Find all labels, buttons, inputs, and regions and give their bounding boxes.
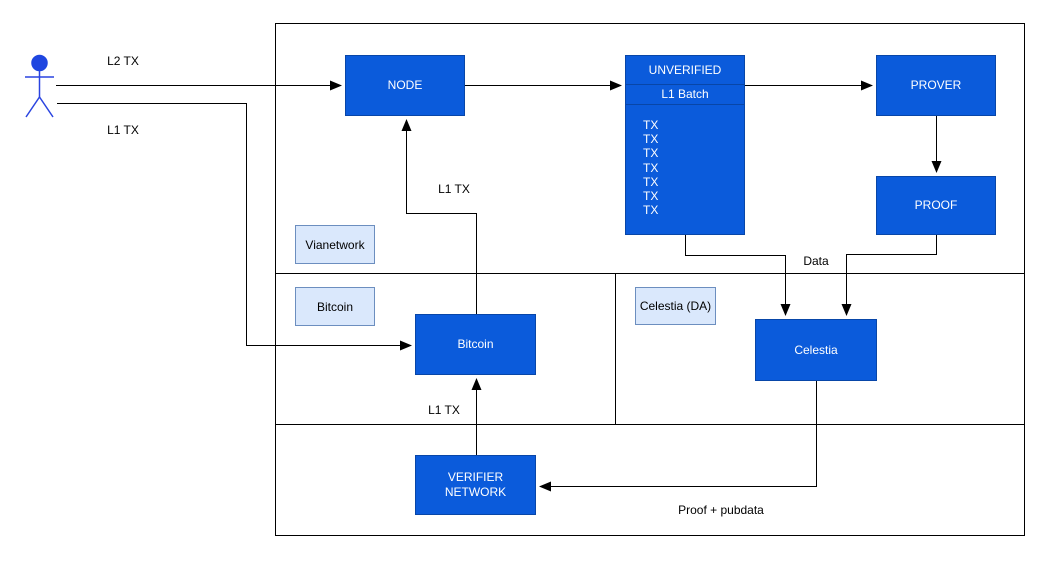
node-box: NODE: [345, 55, 465, 116]
l2-tx-label: L2 TX: [107, 54, 139, 68]
prover-box: PROVER: [876, 55, 996, 116]
unverified-title: UNVERIFIED: [626, 56, 744, 85]
outer-container: [275, 23, 1025, 536]
tx-item: TX: [643, 118, 659, 132]
bitcoin-box: Bitcoin: [415, 314, 536, 375]
vianetwork-section-tag: Vianetwork: [295, 225, 375, 264]
tx-item: TX: [643, 146, 659, 161]
edge-bitcoin-to-node: [401, 119, 477, 314]
l1-tx-user-label: L1 TX: [107, 123, 139, 137]
edge-celestia-to-verifier: [539, 381, 817, 492]
tx-item: TX: [643, 132, 659, 147]
edge-l1tx-user-to-bitcoin: [57, 103, 412, 351]
data-label: Data: [803, 254, 829, 268]
tx-item: TX: [643, 174, 659, 189]
user-actor-icon: [25, 54, 54, 118]
tx-item: TX: [643, 203, 659, 218]
celestia-box: Celestia: [755, 319, 877, 381]
tx-item: TX: [643, 160, 659, 175]
l1-tx-to-node-label: L1 TX: [438, 182, 470, 196]
tx-item: TX: [643, 189, 659, 204]
bitcoin-section-tag: Bitcoin: [295, 287, 375, 326]
l1-tx-to-bitcoin-label: L1 TX: [428, 403, 460, 417]
proof-box: PROOF: [876, 176, 996, 235]
l1-batch-subtitle: L1 Batch: [626, 85, 744, 105]
celestia-da-section-tag: Celestia (DA): [635, 287, 716, 325]
verifier-network-box: VERIFIER NETWORK: [415, 455, 536, 515]
proof-pubdata-label: Proof + pubdata: [678, 503, 764, 517]
edge-unverified-to-celestia: [685, 235, 791, 316]
edge-proof-to-celestia: [841, 235, 937, 316]
